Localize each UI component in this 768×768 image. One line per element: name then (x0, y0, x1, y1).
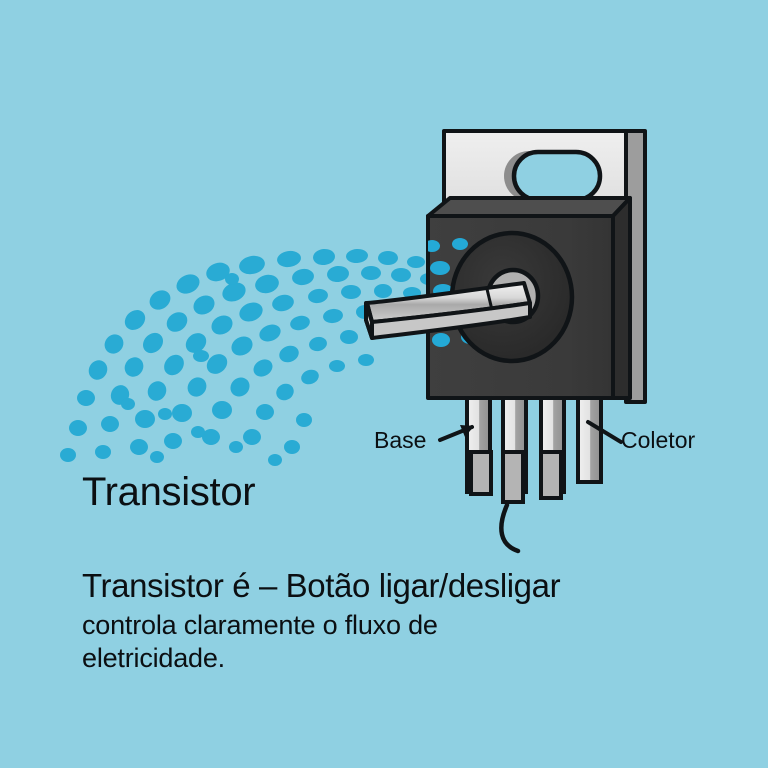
caption-line-1: Transistor é – Botão ligar/desligar (82, 567, 561, 604)
pin-coletor (576, 394, 603, 484)
pin-base (465, 394, 493, 496)
label-base: Base (374, 427, 427, 453)
caption-line-3: eletricidade. (82, 643, 225, 673)
faucet-handle[interactable] (364, 281, 532, 340)
lead-wire-curve (499, 502, 521, 554)
faucet-handle-front-strip (370, 301, 532, 340)
coletor-leader (586, 420, 623, 444)
pin-second (501, 394, 528, 504)
label-coletor: Coletor (621, 427, 696, 453)
faucet-handle-endcap (364, 301, 374, 340)
caption-line-2: controla claramente o fluxo de (82, 610, 438, 640)
pin-third (539, 394, 566, 500)
package-side-face (611, 196, 632, 400)
label-leaders (438, 420, 623, 444)
package-top-face (426, 196, 632, 218)
mounting-hole (511, 149, 603, 203)
faucet-handle-seam (485, 288, 494, 311)
page-title: Transistor (82, 470, 256, 514)
base-arrowhead (460, 425, 474, 437)
transistor-pins (465, 394, 603, 554)
